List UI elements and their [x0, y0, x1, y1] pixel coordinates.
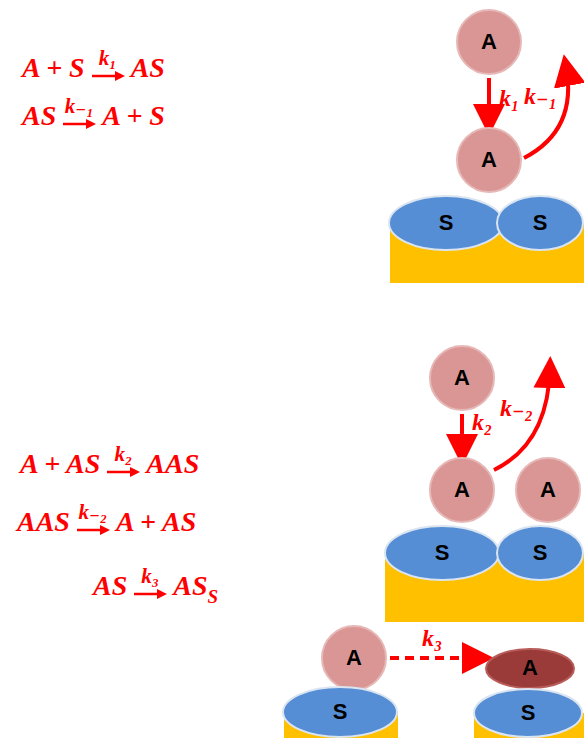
node-text: S — [521, 702, 536, 724]
arrow-head — [157, 589, 167, 599]
node-text: A — [540, 479, 556, 501]
reaction-arrow: k₁ — [91, 48, 125, 82]
rate-equation: ASk₃ASS — [93, 566, 218, 600]
equation-reactants: A + AS — [20, 450, 100, 478]
node-text: S — [439, 212, 454, 234]
arrow-symbol — [62, 118, 96, 130]
node-outline — [474, 689, 582, 737]
site-ellipse: S — [473, 688, 583, 738]
node-outline — [430, 458, 494, 522]
equation-reactants: A + S — [22, 54, 85, 82]
arrow-head — [130, 467, 140, 477]
node-text: A — [481, 31, 497, 53]
rate-constant: k₋₁ — [65, 96, 94, 117]
node-outline — [497, 196, 583, 250]
arrow-head — [100, 525, 110, 535]
adsorbate-circle: A — [456, 127, 522, 193]
adsorption-arrow — [487, 78, 491, 124]
subscript: S — [208, 587, 219, 606]
adsorbate-circle: A — [321, 625, 387, 691]
node-text: A — [522, 657, 538, 679]
node-outline — [385, 526, 499, 580]
node-outline — [283, 687, 397, 737]
arrow-symbol — [76, 524, 110, 536]
arrow-shaft — [63, 123, 88, 126]
node-text: S — [533, 212, 548, 234]
stable-adsorbate-ellipse: A — [485, 648, 575, 689]
site-ellipse: S — [388, 195, 504, 251]
rate-constant: k₁ — [99, 48, 117, 69]
arrow-shaft — [92, 75, 117, 78]
equation-products: AS — [131, 54, 165, 82]
rate-constant: k₃ — [422, 626, 442, 650]
node-outline — [486, 649, 574, 688]
node-outline — [457, 10, 521, 74]
node-outline — [516, 458, 580, 522]
node-outline — [497, 526, 583, 580]
rate-equation: AAS k₋₂ A + AS — [17, 502, 196, 536]
adsorbate-circle: A — [429, 457, 495, 523]
node-outline — [430, 346, 494, 410]
arrow-shaft — [107, 471, 132, 474]
reaction-arrow: k₋₂ — [76, 502, 110, 536]
rate-equation: AS k₋₁ A + S — [22, 96, 165, 130]
site-ellipse: S — [496, 525, 584, 581]
equation-reactants: AS — [93, 572, 127, 600]
arrow-shaft — [77, 529, 102, 532]
node-outline — [457, 128, 521, 192]
reaction-arrow: k₋₁ — [62, 96, 96, 130]
adsorption-arrow — [460, 414, 464, 454]
rate-equation: A + AS k₂ AAS — [20, 444, 199, 478]
site-ellipse: S — [384, 525, 500, 581]
site-ellipse: S — [496, 195, 584, 251]
rate-constant: k₃ — [141, 566, 159, 587]
desorption-arrow — [494, 368, 550, 470]
dashed-reaction-arrow — [390, 656, 482, 660]
desorption-arrow — [524, 66, 568, 158]
node-text: A — [346, 647, 362, 669]
equation-reactants: AS — [22, 102, 56, 130]
site-ellipse: S — [282, 686, 398, 738]
equation-products: A + S — [102, 102, 165, 130]
equation-reactants: AAS — [17, 508, 70, 536]
adsorbate-circle: A — [429, 345, 495, 411]
equation-products: A + AS — [116, 508, 196, 536]
arrow-shaft — [134, 593, 159, 596]
node-text: S — [435, 542, 450, 564]
adsorbate-circle: A — [456, 9, 522, 75]
rate-constant: k₂ — [472, 410, 492, 434]
arrow-symbol — [133, 588, 167, 600]
rate-constant: k₂ — [114, 444, 132, 465]
arrow-head — [86, 119, 96, 129]
arrow-head — [115, 71, 125, 81]
reaction-arrow: k₃ — [133, 566, 167, 600]
node-text: A — [454, 479, 470, 501]
arrow-symbol — [91, 70, 125, 82]
rate-constant: k₁ — [499, 86, 519, 110]
node-text: S — [333, 701, 348, 723]
equation-products: AAS — [146, 450, 199, 478]
reaction-arrow: k₂ — [106, 444, 140, 478]
rate-constant: k₋₂ — [78, 502, 107, 523]
node-text: A — [454, 367, 470, 389]
rate-equation: A + S k₁ AS — [22, 48, 165, 82]
rate-constant: k₋₁ — [524, 84, 557, 108]
node-text: S — [533, 542, 548, 564]
node-text: A — [481, 149, 497, 171]
node-outline — [322, 626, 386, 690]
node-outline — [389, 196, 503, 250]
rate-constant: k₋₂ — [500, 396, 533, 420]
equation-products: AS — [173, 572, 207, 600]
adsorbate-circle: A — [515, 457, 581, 523]
arrow-symbol — [106, 466, 140, 478]
